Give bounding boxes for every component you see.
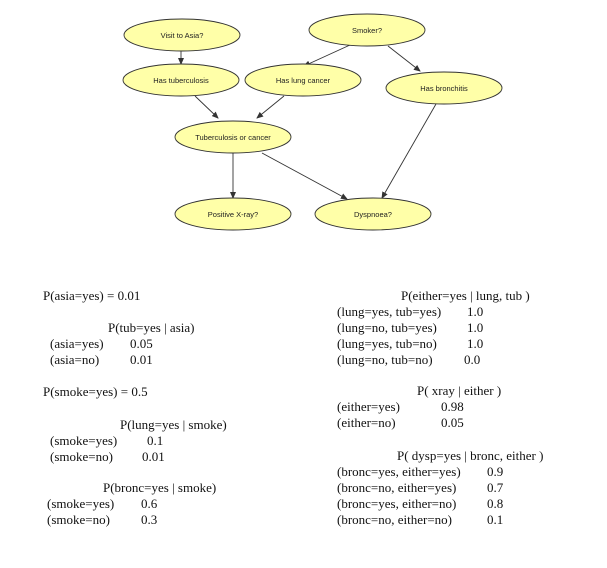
table-row: (bronc=no, either=yes) 0.7: [337, 480, 504, 495]
table-row: (smoke=no) 0.3: [47, 512, 158, 527]
cpt-xray-header: P( xray | either ): [417, 383, 502, 398]
edge-either-dysp: [261, 152, 348, 200]
table-row: (lung=yes, tub=yes) 1.0: [337, 304, 484, 319]
svg-text:Smoker?: Smoker?: [352, 26, 382, 35]
table-row: (lung=no, tub=yes) 1.0: [337, 320, 484, 335]
table-row: (asia=no) 0.01: [50, 352, 153, 367]
svg-text:Has tuberculosis: Has tuberculosis: [153, 76, 209, 85]
cpt-asia-text: P(asia=yes) = 0.01: [43, 288, 141, 303]
cpt-bronc: P(bronc=yes | smoke) (smoke=yes) 0.6 (sm…: [47, 480, 216, 528]
edge-tub-either: [194, 95, 219, 119]
node-xray[interactable]: Positive X-ray?: [174, 197, 292, 231]
edge-smoke-bronc: [387, 45, 421, 72]
table-row: (bronc=no, either=no) 0.1: [337, 512, 504, 527]
table-row: (bronc=yes, either=no) 0.8: [337, 496, 504, 511]
cpt-smoke: P(smoke=yes) = 0.5: [43, 384, 148, 400]
cpt-asia: P(asia=yes) = 0.01: [43, 288, 140, 304]
table-row: (lung=yes, tub=no) 1.0: [337, 336, 484, 351]
cpt-tub: P(tub=yes | asia) (asia=yes) 0.05 (asia=…: [50, 320, 194, 368]
node-asia[interactable]: Visit to Asia?: [123, 18, 241, 52]
svg-text:Positive X-ray?: Positive X-ray?: [208, 210, 258, 219]
node-bronc[interactable]: Has bronchitis: [385, 71, 503, 105]
cpt-either: P(either=yes | lung, tub ) (lung=yes, tu…: [337, 288, 530, 368]
edge-smoke-lung: [303, 44, 351, 67]
node-dysp[interactable]: Dyspnoea?: [314, 197, 432, 231]
cpt-dysp-header: P( dysp=yes | bronc, either ): [397, 448, 544, 463]
svg-text:Visit to Asia?: Visit to Asia?: [161, 31, 204, 40]
node-tub[interactable]: Has tuberculosis: [122, 63, 240, 97]
svg-text:Dyspnoea?: Dyspnoea?: [354, 210, 392, 219]
cpt-smoke-text: P(smoke=yes) = 0.5: [43, 384, 148, 399]
table-row: (either=no) 0.05: [337, 415, 464, 430]
svg-text:Tuberculosis or cancer: Tuberculosis or cancer: [195, 133, 271, 142]
edge-bronc-dysp: [381, 103, 437, 199]
node-smoke[interactable]: Smoker?: [308, 13, 426, 47]
svg-text:Has bronchitis: Has bronchitis: [420, 84, 468, 93]
cpt-dysp: P( dysp=yes | bronc, either ) (bronc=yes…: [337, 448, 543, 528]
table-row: (bronc=yes, either=yes) 0.9: [337, 464, 504, 479]
table-row: (smoke=yes) 0.6: [47, 496, 158, 511]
edge-lung-either: [256, 95, 285, 119]
cpt-lung: P(lung=yes | smoke) (smoke=yes) 0.1 (smo…: [50, 417, 227, 465]
bayes-network-graph: Visit to Asia? Smoker? Has tuberculosis …: [122, 13, 503, 231]
table-row: (either=yes) 0.98: [337, 399, 464, 414]
cpt-either-header: P(either=yes | lung, tub ): [401, 288, 530, 303]
cpt-bronc-header: P(bronc=yes | smoke): [103, 480, 217, 495]
table-row: (asia=yes) 0.05: [50, 336, 153, 351]
node-either[interactable]: Tuberculosis or cancer: [174, 120, 292, 154]
cpt-lung-header: P(lung=yes | smoke): [120, 417, 227, 432]
cpt-tub-header: P(tub=yes | asia): [108, 320, 195, 335]
svg-text:Has lung cancer: Has lung cancer: [276, 76, 331, 85]
table-row: (smoke=no) 0.01: [50, 449, 165, 464]
table-row: (smoke=yes) 0.1: [50, 433, 164, 448]
node-lung[interactable]: Has lung cancer: [244, 63, 362, 97]
cpt-xray: P( xray | either ) (either=yes) 0.98 (ei…: [337, 383, 501, 431]
table-row: (lung=no, tub=no) 0.0: [337, 352, 481, 367]
